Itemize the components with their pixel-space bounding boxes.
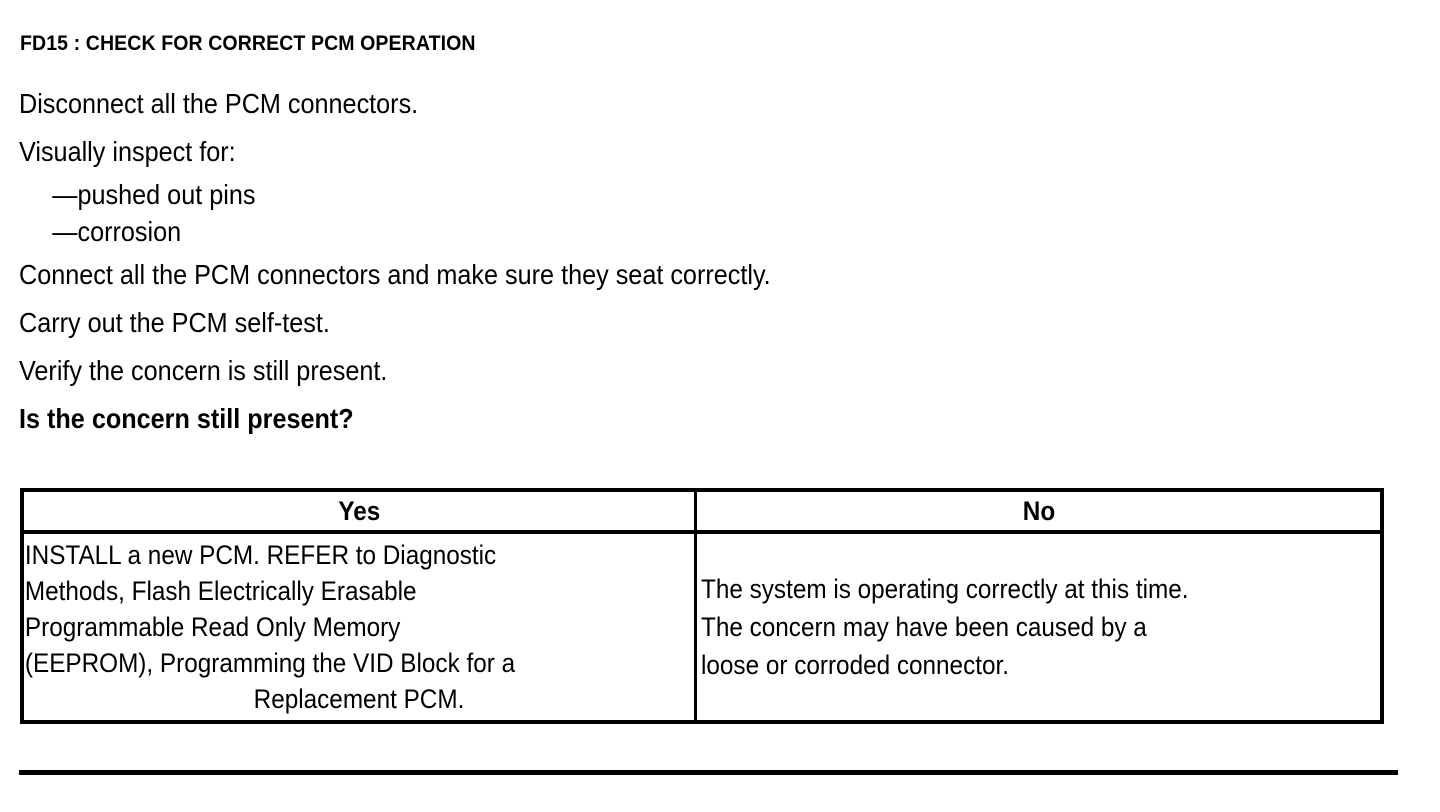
table-header-row: Yes No	[24, 492, 1380, 534]
no-cell-line: The concern may have been caused by a	[701, 612, 1147, 642]
table-header-yes-label: Yes	[338, 496, 380, 526]
instruction-line: Visually inspect for:	[19, 136, 236, 167]
no-cell-line: loose or corroded connector.	[701, 650, 1009, 680]
footer-divider	[19, 770, 1398, 775]
yes-cell-line: Methods, Flash Electrically Erasable	[24, 576, 417, 606]
instruction-line: Connect all the PCM connectors and make …	[19, 259, 771, 290]
decision-table: Yes No INSTALL a new PCM. REFER to Diagn…	[20, 488, 1384, 724]
table-row: INSTALL a new PCM. REFER to Diagnostic M…	[24, 534, 1380, 720]
no-cell-text: The system is operating correctly at thi…	[697, 570, 1380, 684]
decision-question: Is the concern still present?	[19, 403, 354, 434]
instruction-line: Verify the concern is still present.	[19, 355, 388, 386]
yes-cell-line: Replacement PCM.	[253, 684, 465, 714]
table-header-yes: Yes	[24, 492, 697, 530]
yes-cell-line: INSTALL a new PCM. REFER to Diagnostic	[24, 540, 497, 570]
instruction-line: Disconnect all the PCM connectors.	[19, 88, 419, 119]
table-cell-yes: INSTALL a new PCM. REFER to Diagnostic M…	[24, 534, 697, 720]
table-cell-no: The system is operating correctly at thi…	[697, 534, 1380, 720]
yes-cell-line: (EEPROM), Programming the VID Block for …	[24, 648, 516, 678]
instruction-list: Disconnect all the PCM connectors. Visua…	[19, 80, 1399, 443]
yes-cell-line: Programmable Read Only Memory	[24, 612, 401, 642]
no-cell-line: The system is operating correctly at thi…	[701, 574, 1189, 604]
instruction-sub-item: —corrosion	[52, 216, 182, 247]
yes-cell-text: INSTALL a new PCM. REFER to Diagnostic M…	[24, 537, 694, 717]
instruction-line: Carry out the PCM self-test.	[19, 307, 330, 338]
table-header-no: No	[697, 492, 1380, 530]
instruction-sub-item: —pushed out pins	[52, 179, 256, 210]
table-header-no-label: No	[1022, 496, 1055, 526]
page-title: FD15 : CHECK FOR CORRECT PCM OPERATION	[20, 32, 476, 55]
